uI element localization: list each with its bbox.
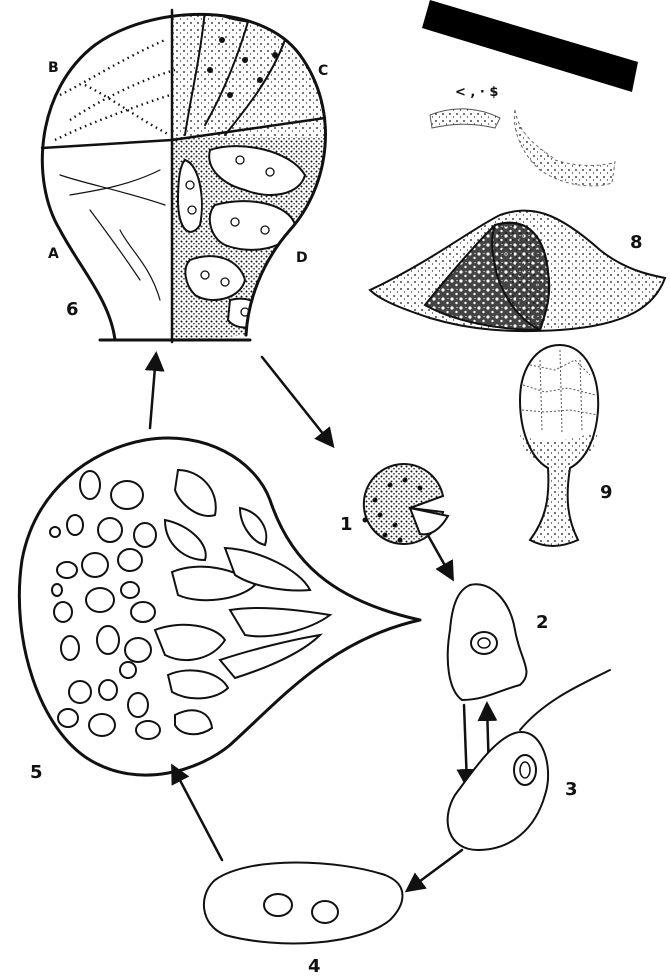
black-stamp-bar <box>422 0 638 92</box>
stage-label-6: 6 <box>66 299 79 320</box>
arrow-5-to-6 <box>150 355 156 428</box>
section-label-d: D <box>296 250 308 266</box>
spore-1: 1 <box>340 464 448 544</box>
arrow-3-to-4 <box>408 850 462 890</box>
section-d-blobs <box>172 137 342 347</box>
stamp-text: < , · $ <box>455 85 498 100</box>
myxamoeba-2: 2 <box>448 584 549 700</box>
fruiting-body-8: 8 <box>370 211 665 332</box>
stage-label-2: 2 <box>536 612 549 633</box>
stage-label-4: 4 <box>308 956 321 976</box>
stage-label-1: 1 <box>340 514 353 535</box>
section-b-strands <box>55 40 175 140</box>
arrow-2-to-3 <box>464 705 467 785</box>
stage-label-3: 3 <box>565 779 578 800</box>
section-a-lines <box>60 170 165 300</box>
section-c-network <box>172 5 332 137</box>
section-label-c: C <box>318 63 328 79</box>
sporangium-6: B C A D 6 <box>42 5 342 347</box>
stalked-sporangium-9: 9 <box>520 345 613 546</box>
section-label-b: B <box>48 60 59 76</box>
section-label-a: A <box>48 246 59 262</box>
zygote-4: 4 <box>204 863 403 976</box>
stamp-residue: < , · $ <box>430 85 615 186</box>
arrow-1-to-2 <box>425 530 452 578</box>
arrow-4-to-5 <box>173 767 222 860</box>
plasmodium-5 <box>19 438 420 775</box>
stage-label-5: 5 <box>30 762 43 783</box>
stage-label-9: 9 <box>600 482 613 503</box>
stage-label-8: 8 <box>630 232 643 253</box>
arrow-6-to-1 <box>262 357 332 445</box>
